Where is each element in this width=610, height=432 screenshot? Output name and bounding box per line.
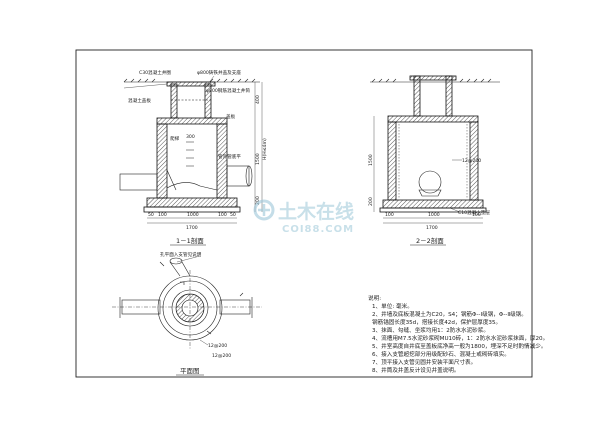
label-cover: 盖板 [226,113,236,120]
dim-1-1-e: 50 [230,212,236,218]
label-step: 爬梯 [170,135,180,142]
dim-1-1-d: 100 [218,212,227,218]
dim-1-1-right-total: H(H≤4m) [262,138,268,160]
watermark: 土木在线 COI88.COM [253,199,354,235]
plan-rebar-label-2: 12@200 [212,353,231,359]
notes-heading: 说明: [368,294,381,302]
base-label-2-2: C10混凝土垫层 [458,209,490,216]
note-8: 8、井筒及井盖反计设见井盖说明。 [372,366,459,374]
section-1-1-title: 1－1剖面 [176,236,204,245]
note-6: 6、接入支管超挖部分用级配砂石、混凝土或砌砖填实。 [372,350,510,358]
note-7: 7、顶平接入支管见圆井安装平面尺寸表。 [372,358,476,366]
dim-1-1-a: 50 [148,212,154,218]
section-1-1: 50 100 1000 100 50 1700 400 H(H≤4m) 1500… [119,69,268,246]
label-top-cover: C30混凝土井圈 [139,69,171,76]
dim-1-1-right-a: 400 [255,95,261,104]
label-shaft: φ800钢筋混凝土井筒 [206,87,250,94]
dim-2-2-a: 100 [385,212,394,218]
dim-2-2-total: 1700 [426,225,438,231]
label-pipe: 管外管底平 [218,153,241,160]
plan-top-label: 孔平面入支管见说明 [160,251,202,258]
note-4: 4、流槽用M7.5水泥砂浆砌MU10砖，1：2防水水泥砂浆抹面，厚20。 [372,334,548,342]
section-2-2-title: 2－2剖面 [416,236,444,245]
note-2b: 钢筋锚固长度35d，搭接长度42d，保护层厚度35。 [372,318,501,326]
dim-1-1-right-b: 1500 [255,153,261,165]
dim-1-1-b: 100 [158,212,167,218]
dim-1-1-total: 1700 [186,225,198,231]
dim-1-1-c: 1000 [187,212,199,218]
dim-2-2-height: 1500 [368,154,374,166]
label-cast-iron-cover: φ800铸铁井盖及支座 [197,69,241,76]
dim-1-1-right-c: 200 [255,196,261,205]
notes-block: 说明: 1、单位: 毫米。 2、井墙及底板混凝土为C20，S4；钢筋Φ--Ⅰ级钢… [368,294,548,374]
plan-rebar-label: 12@200 [208,343,227,349]
plan-title: 平面图 [180,367,200,375]
note-5: 5、井室高度自井底至盖板底净高一般为1800，埋深不足时酌情减少。 [372,342,546,350]
rebar-label-2-2: 12@200 [462,158,481,164]
plan-view: 孔平面入支管见说明 12@200 12@200 平面图 [112,251,262,376]
section-2-2: 100 1000 100 1700 1500 200 12@200 C10混凝土… [368,75,500,246]
dim-2-2-low: 200 [368,197,374,206]
sheet-border [75,49,533,378]
dim-2-2-c: 100 [472,212,481,218]
dim-2-2-b: 1000 [428,212,440,218]
watermark-main: 土木在线 [278,200,354,223]
note-1: 1、单位: 毫米。 [372,302,413,310]
watermark-sub: COI88.COM [282,224,354,235]
label-concrete-cap: 混凝土盖板 [128,97,151,104]
note-3: 3、抹面、勾缝、坐浆均用1：2防水水泥砂浆。 [372,326,489,334]
label-cover-dim: 300 [186,134,195,140]
note-2: 2、井墙及底板混凝土为C20，S4；钢筋Φ--Ⅰ级钢，Φ--Ⅱ级钢。 [372,310,527,318]
